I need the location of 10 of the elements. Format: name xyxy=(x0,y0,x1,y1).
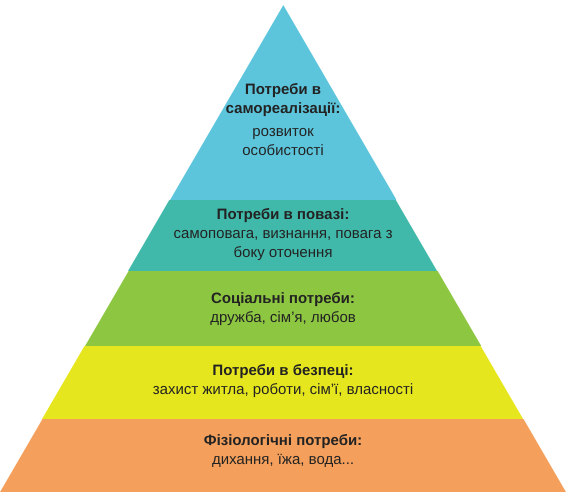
tier-description: захист житла, роботи, сім’ї, власності xyxy=(152,380,414,399)
tier-description: розвиток особистості xyxy=(241,122,325,160)
tier-description: дружба, сім’я, любов xyxy=(209,308,357,327)
tier-heading: Потреби в повазі: xyxy=(216,205,350,224)
tier-description: дихання, їжа, вода... xyxy=(210,450,356,469)
tier-heading: Фізіологічні потреби: xyxy=(202,431,364,450)
tier-heading: Потреби в безпеці: xyxy=(211,361,355,380)
tier-description: самоповага, визнання, повага з боку оточення xyxy=(172,224,394,262)
tier-heading: Потреби в самореалізації: xyxy=(224,80,342,118)
tier-heading: Соціальні потреби: xyxy=(210,289,356,308)
